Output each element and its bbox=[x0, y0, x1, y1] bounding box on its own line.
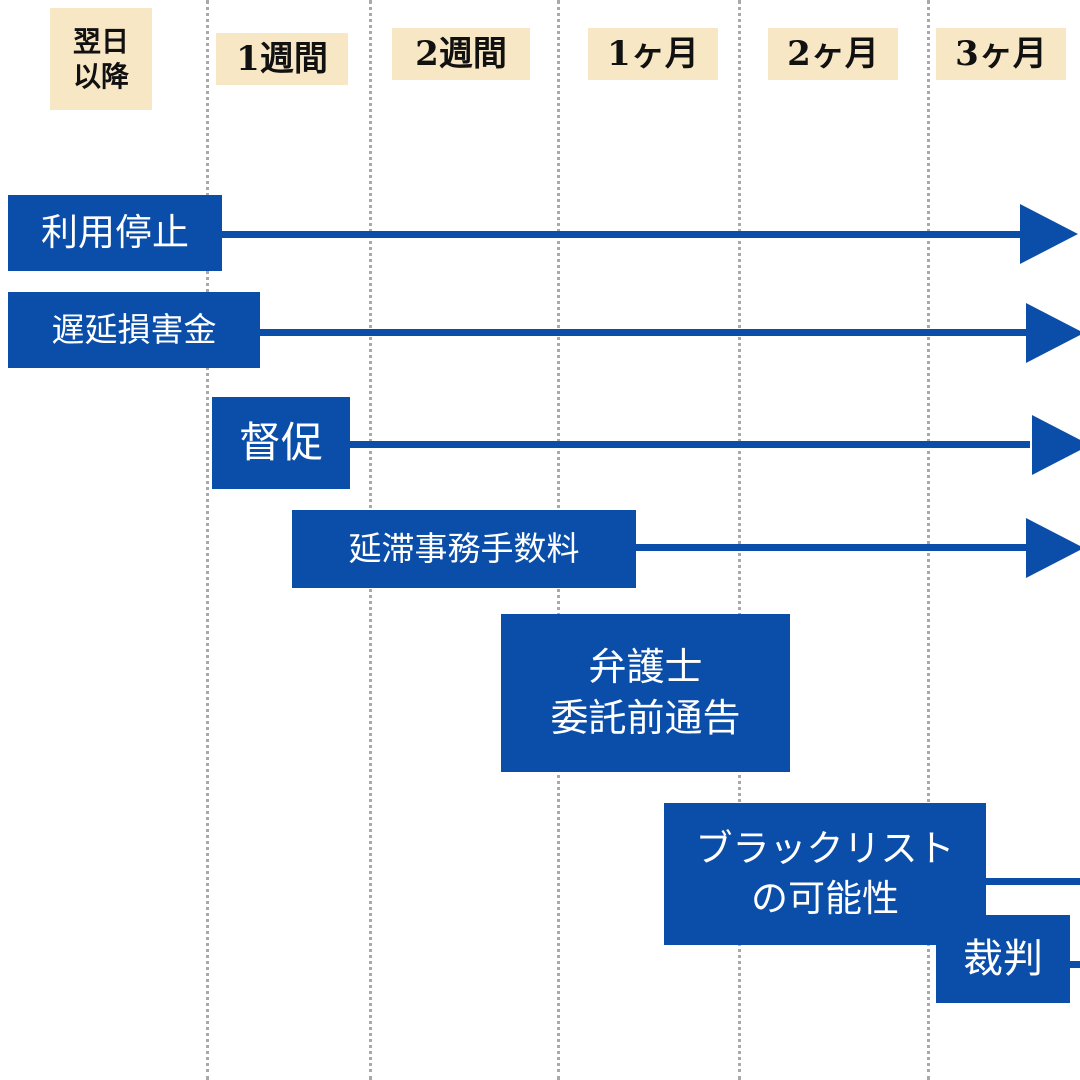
late-fee-box: 遅延損害金 bbox=[8, 292, 260, 368]
reminder-box: 督促 bbox=[212, 397, 350, 489]
late-fee-arrow-icon bbox=[1026, 303, 1080, 363]
trial-box: 裁判 bbox=[936, 915, 1070, 1003]
blacklist-line bbox=[986, 878, 1080, 885]
reminder-arrow-icon bbox=[1032, 415, 1080, 475]
header-month2: 2ヶ月 bbox=[768, 28, 898, 80]
late-fee-line bbox=[260, 329, 1028, 336]
blacklist-box: ブラックリスト の可能性 bbox=[664, 803, 986, 945]
admin-fee-box: 延滞事務手数料 bbox=[292, 510, 636, 588]
lawyer-notice-line1: 弁護士 bbox=[588, 644, 703, 689]
divider-month2 bbox=[927, 0, 930, 1080]
header-next-day-line2: 以降 bbox=[72, 60, 129, 93]
divider-next-day bbox=[206, 0, 209, 1080]
reminder-line bbox=[350, 441, 1030, 448]
divider-month1 bbox=[738, 0, 741, 1080]
lawyer-notice-line2: 委託前通告 bbox=[550, 696, 741, 740]
admin-fee-line bbox=[636, 544, 1028, 551]
header-week2: 2週間 bbox=[392, 28, 530, 80]
header-next-day-line1: 翌日 bbox=[72, 25, 129, 58]
suspension-line bbox=[222, 231, 1028, 238]
suspension-arrow-icon bbox=[1020, 204, 1078, 264]
blacklist-line1: ブラックリスト bbox=[695, 827, 955, 871]
lawyer-notice-box: 弁護士 委託前通告 bbox=[501, 614, 790, 772]
suspension-box: 利用停止 bbox=[8, 195, 222, 271]
trial-line bbox=[1070, 961, 1080, 968]
header-month1: 1ヶ月 bbox=[588, 28, 718, 80]
header-week1: 1週間 bbox=[216, 33, 348, 85]
blacklist-line2: の可能性 bbox=[751, 877, 899, 920]
header-next-day: 翌日 以降 bbox=[50, 8, 152, 110]
admin-fee-arrow-icon bbox=[1026, 518, 1080, 578]
header-month3: 3ヶ月 bbox=[936, 28, 1066, 80]
